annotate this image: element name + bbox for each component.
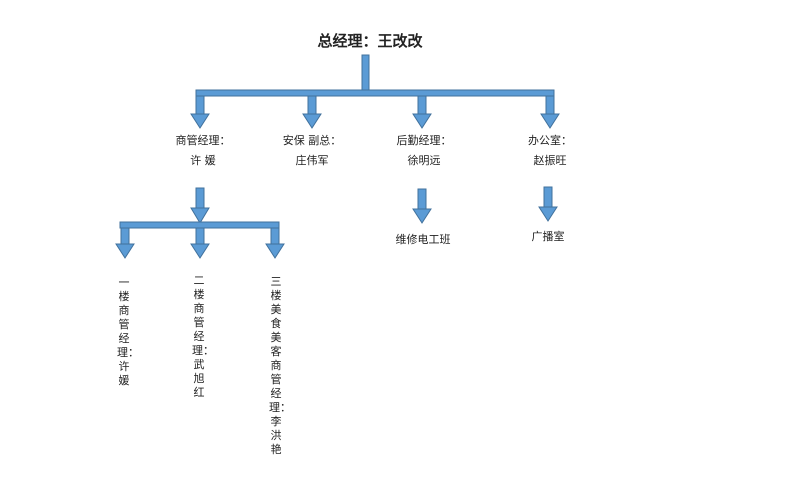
floor2-manager: 二楼商管经理：武旭红 xyxy=(192,274,214,399)
person-name: 徐明远 xyxy=(407,154,441,167)
level2-bar xyxy=(119,221,280,229)
person-name: 赵振旺 xyxy=(533,154,567,167)
office: 办公室： 赵振旺 xyxy=(528,131,572,171)
top-stem xyxy=(361,54,370,92)
security-vp: 安保 副总： 庄伟军 xyxy=(283,131,342,171)
role-label: 安保 副总： xyxy=(282,134,342,147)
floor1-manager: 一楼商管经理：许媛 xyxy=(117,276,139,387)
person-name: 庄伟军 xyxy=(295,154,329,167)
arrow-logistics-down xyxy=(412,188,432,224)
arrow-office-down xyxy=(538,186,558,222)
level1-bar xyxy=(195,89,555,97)
arrow-floor3 xyxy=(265,227,285,259)
logistics-manager: 后勤经理： 徐明远 xyxy=(397,131,452,171)
role-label: 办公室： xyxy=(528,134,572,147)
floor3-manager: 三楼美食美客商管经理：李洪艳 xyxy=(269,275,291,456)
arrow-floor2 xyxy=(190,227,210,259)
person-name: 许 媛 xyxy=(190,154,216,167)
role-label: 商管经理： xyxy=(175,134,231,147)
arrow-floor1 xyxy=(115,227,135,259)
arrow-commerce-down xyxy=(190,187,210,224)
role-label: 后勤经理： xyxy=(396,134,452,147)
arrow-to-office xyxy=(540,95,560,129)
arrow-to-logistics xyxy=(412,95,432,129)
maintenance-team: 维修电工班 xyxy=(395,233,451,246)
broadcast-room: 广播室 xyxy=(531,230,565,243)
arrow-to-security xyxy=(302,95,322,129)
commerce-manager: 商管经理： 许 媛 xyxy=(176,131,231,171)
arrow-to-commerce xyxy=(190,95,210,129)
general-manager-title: 总经理：王改改 xyxy=(317,32,423,50)
